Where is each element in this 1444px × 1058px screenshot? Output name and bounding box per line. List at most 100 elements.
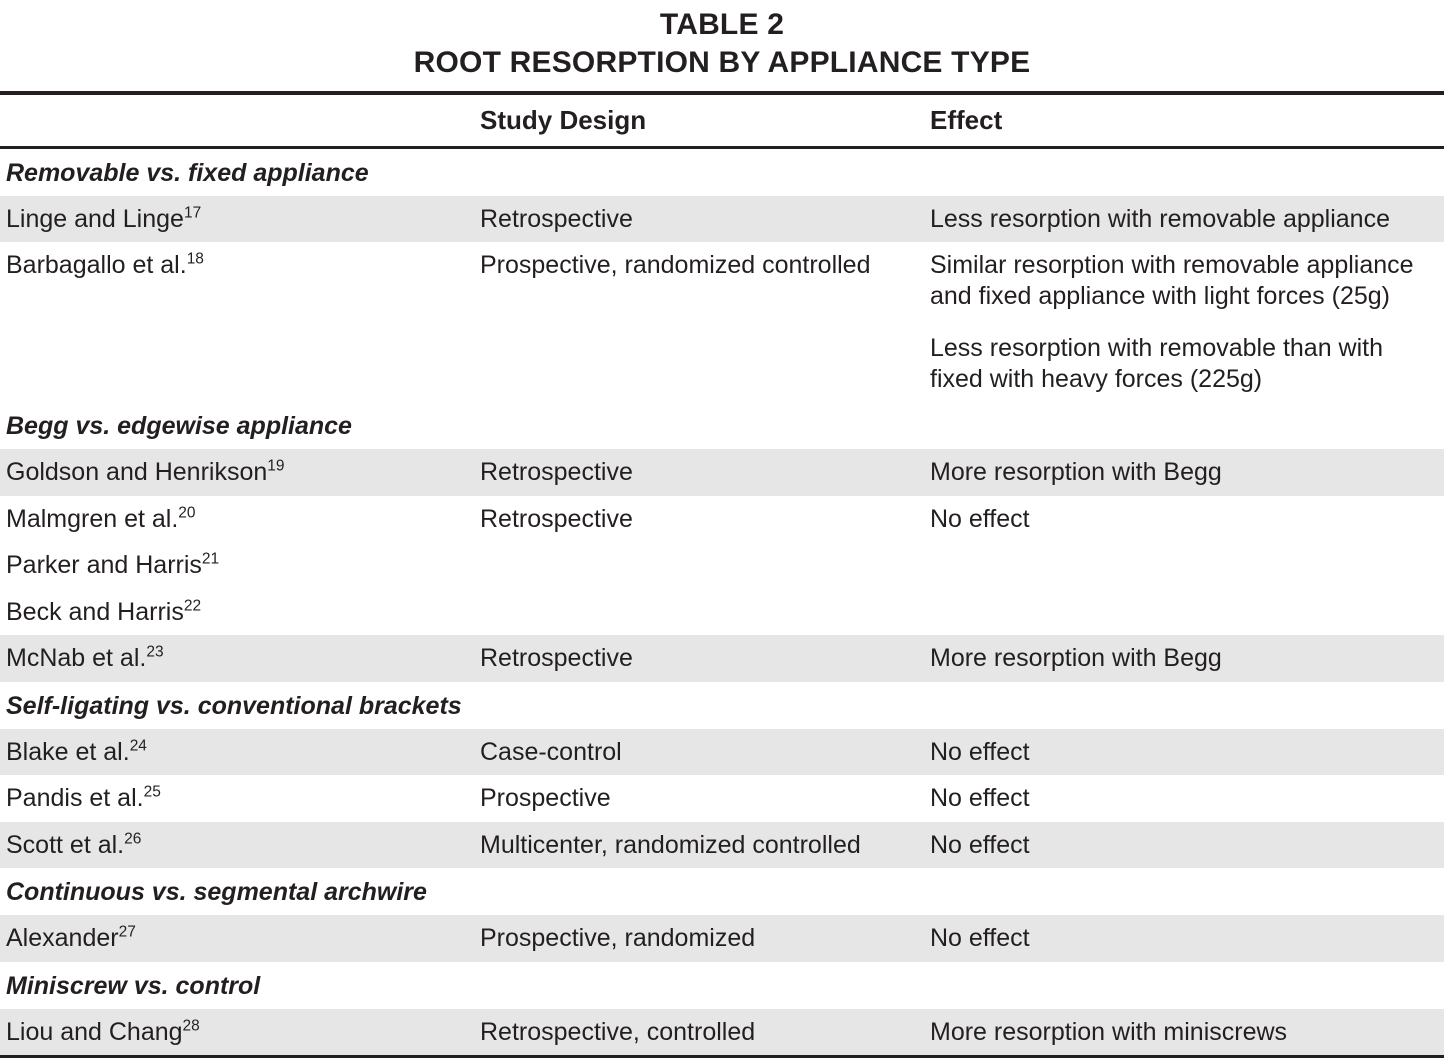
study-design-cell: Retrospective, controlled	[474, 1008, 924, 1057]
reference-superscript: 17	[183, 204, 202, 222]
rule-cell	[0, 146, 474, 150]
effect-text: Less resorption with removable appliance	[930, 204, 1390, 233]
study-name: Beck and Harris	[6, 597, 184, 626]
section-heading: Removable vs. fixed appliance	[0, 148, 1444, 196]
study-name: Liou and Chang	[6, 1017, 183, 1046]
effect-cell: More resorption with miniscrews	[924, 1008, 1444, 1057]
study-cell: Goldson and Henrikson19	[0, 449, 474, 496]
study-design-cell: Retrospective	[480, 504, 633, 533]
rule-cell	[474, 146, 924, 150]
study-name: Barbagallo et al.	[6, 251, 187, 280]
study-design-cell: Retrospective	[474, 449, 924, 496]
reference-superscript: 25	[143, 783, 161, 801]
effect-text: Less resorption with removable than with…	[930, 334, 1384, 393]
effect-text: Similar resorption with removable applia…	[930, 251, 1414, 310]
study-name: Goldson and Henrikson	[6, 458, 268, 487]
effect-cell: Similar resorption with removable applia…	[924, 242, 1444, 402]
effect-text: No effect	[930, 830, 1030, 859]
table-row: Parker and Harris21	[0, 542, 1444, 589]
page-title: TABLE 2 ROOT RESORPTION BY APPLIANCE TYP…	[0, 0, 1444, 83]
study-name: Malmgren et al.	[6, 504, 179, 533]
table-row: Beck and Harris22	[0, 589, 1444, 636]
effect-text: More resorption with Begg	[930, 458, 1222, 487]
effect-text: No effect	[930, 924, 1030, 953]
study-cell: McNab et al.23	[0, 635, 474, 682]
reference-superscript: 18	[186, 250, 204, 268]
reference-superscript: 28	[182, 1017, 200, 1035]
table-body: Study Design Effect Removable vs. fixed …	[0, 90, 1444, 1058]
effect-text: No effect	[930, 504, 1030, 533]
section-heading-row: Self-ligating vs. conventional brackets	[0, 681, 1444, 729]
root-resorption-table: Study Design Effect Removable vs. fixed …	[0, 90, 1444, 1058]
column-header-study	[0, 95, 474, 148]
reference-superscript: 20	[178, 504, 196, 522]
study-design-cell: Case-control	[474, 728, 924, 776]
reference-superscript: 27	[118, 923, 136, 941]
effect-text: No effect	[930, 784, 1030, 813]
effect-cell: No effect	[924, 496, 1444, 543]
study-name: McNab et al.	[6, 644, 147, 673]
section-heading: Continuous vs. segmental archwire	[0, 868, 1444, 916]
study-cell: Malmgren et al.20	[0, 496, 474, 543]
title-line-1: TABLE 2	[659, 8, 785, 41]
section-heading-row: Begg vs. edgewise appliance	[0, 402, 1444, 450]
study-cell: Barbagallo et al.18	[0, 242, 474, 402]
section-heading-row: Miniscrew vs. control	[0, 961, 1444, 1009]
effect-cell: No effect	[924, 821, 1444, 869]
study-design-cell: Retrospective	[474, 635, 924, 682]
study-design-cell: Prospective, randomized controlled	[480, 251, 871, 280]
reference-superscript: 26	[124, 830, 142, 848]
effect-cell: More resorption with Begg	[924, 449, 1444, 496]
study-design-cell: Prospective, randomized	[474, 915, 924, 962]
study-design-cell: Multicenter, randomized controlled	[474, 821, 924, 869]
study-design-cell: Prospective	[480, 784, 611, 813]
reference-superscript: 19	[267, 457, 285, 475]
study-design-cell	[474, 589, 924, 636]
section-heading-row: Removable vs. fixed appliance	[0, 148, 1444, 196]
effect-cell: Less resorption with removable appliance	[924, 195, 1444, 243]
effect-cell	[924, 589, 1444, 636]
study-cell: Scott et al.26	[0, 821, 474, 869]
section-heading: Miniscrew vs. control	[0, 961, 1444, 1009]
column-header-study-design: Study Design	[480, 104, 647, 135]
section-heading: Begg vs. edgewise appliance	[0, 402, 1444, 450]
column-header-effect: Effect	[930, 104, 1003, 135]
section-heading: Self-ligating vs. conventional brackets	[0, 681, 1444, 729]
header-row: Study Design Effect	[0, 95, 1444, 148]
rule-cell	[924, 146, 1444, 150]
reference-superscript: 22	[183, 597, 202, 615]
effect-text: More resorption with miniscrews	[930, 1017, 1288, 1046]
effect-cell: No effect	[924, 775, 1444, 822]
study-cell: Liou and Chang28	[0, 1008, 474, 1057]
effect-text: No effect	[930, 737, 1030, 766]
study-name: Alexander	[6, 924, 119, 953]
effect-cell: No effect	[924, 728, 1444, 776]
effect-cell: No effect	[924, 915, 1444, 962]
study-cell: Alexander27	[0, 915, 474, 962]
reference-superscript: 23	[146, 643, 164, 661]
study-name: Blake et al.	[6, 737, 130, 766]
study-cell: Beck and Harris22	[0, 589, 474, 636]
title-line-2: ROOT RESORPTION BY APPLIANCE TYPE	[413, 46, 1031, 80]
study-cell: Linge and Linge17	[0, 195, 474, 243]
study-design-cell	[474, 542, 924, 589]
study-name: Linge and Linge	[6, 204, 184, 233]
effect-cell: More resorption with Begg	[924, 635, 1444, 682]
effect-text: More resorption with Begg	[930, 644, 1222, 673]
rule-header-bottom	[0, 146, 1444, 150]
study-cell: Blake et al.24	[0, 728, 474, 776]
study-name: Scott et al.	[6, 830, 125, 859]
study-cell: Parker and Harris21	[0, 542, 474, 589]
study-cell: Pandis et al.25	[0, 775, 474, 822]
